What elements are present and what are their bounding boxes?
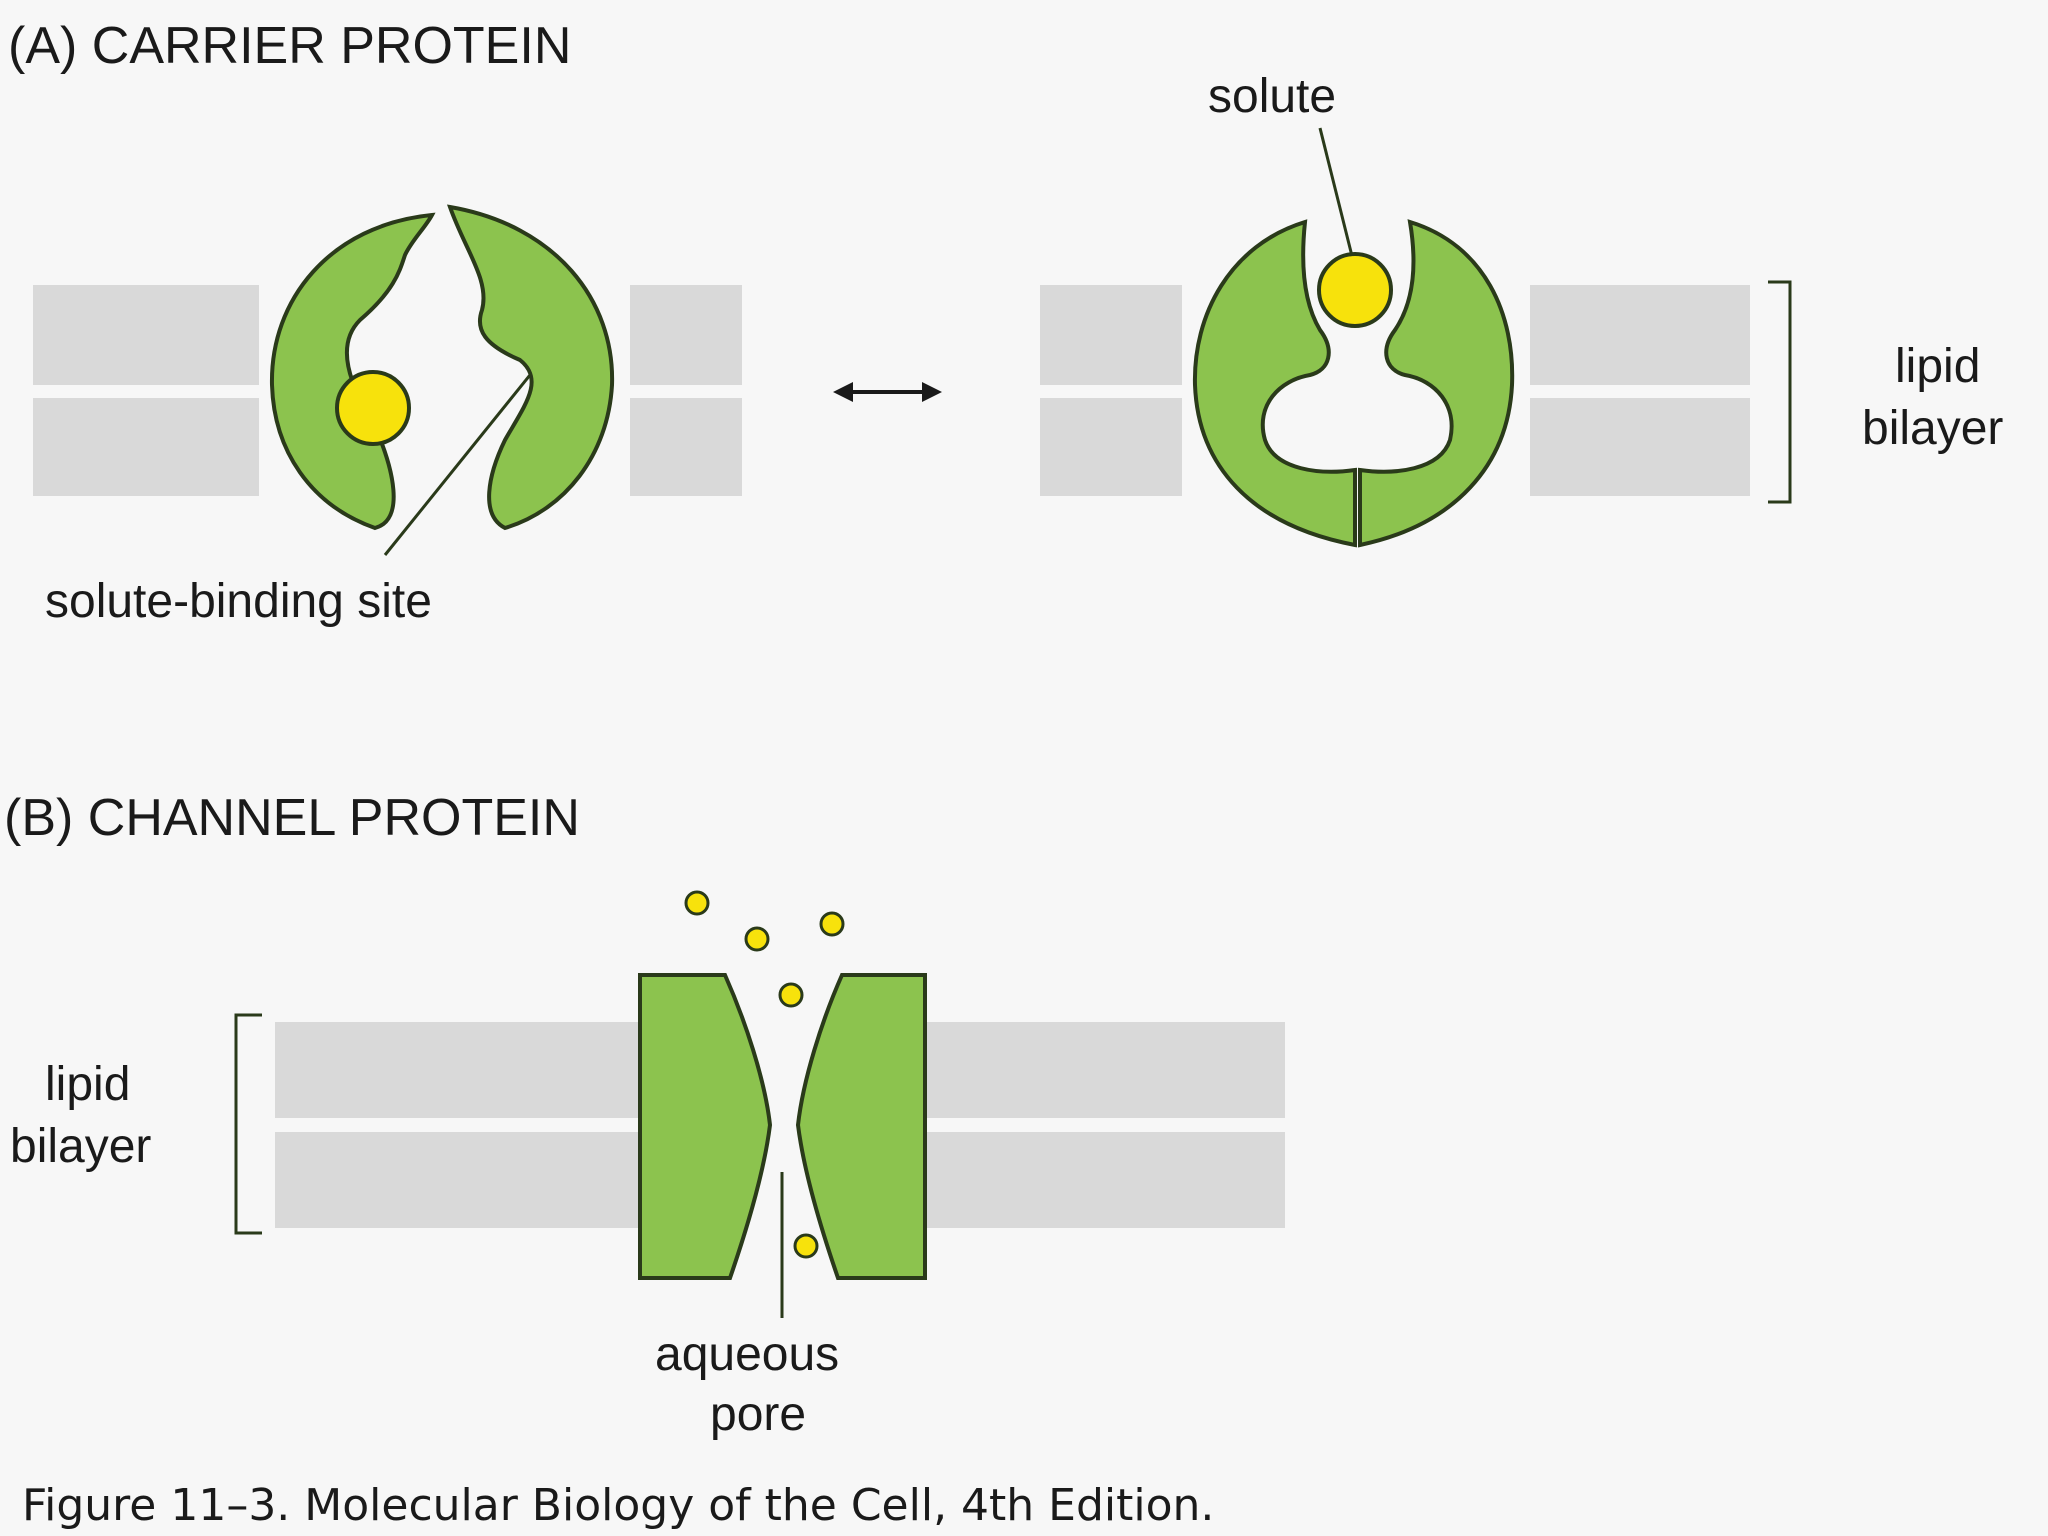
solute-in-channel xyxy=(1319,254,1391,326)
solute-dot xyxy=(746,928,768,950)
solute-dot xyxy=(821,913,843,935)
solute-dot xyxy=(780,984,802,1006)
conformation-arrow xyxy=(833,382,942,402)
bilayer-bracket-left xyxy=(236,1015,262,1233)
solute-dot xyxy=(686,892,708,914)
channel-right-half xyxy=(798,975,925,1278)
solute-dot xyxy=(795,1235,817,1257)
bilayer-bracket-right xyxy=(1768,282,1790,502)
carrier-right-half xyxy=(450,207,612,528)
binding-site-label: solute-binding site xyxy=(45,575,432,628)
pore-label-line1: aqueous xyxy=(655,1328,839,1381)
carrier-protein-open-outside xyxy=(1195,222,1512,545)
carrier-membrane-right xyxy=(1040,285,1750,496)
bilayer-label-a-line1: lipid xyxy=(1895,340,1980,393)
section-b-title: (B) CHANNEL PROTEIN xyxy=(4,789,580,847)
solute-leader xyxy=(1320,128,1352,256)
carrier-left-half xyxy=(272,215,432,528)
figure-caption: Figure 11–3. Molecular Biology of the Ce… xyxy=(22,1480,1214,1531)
channel-left-half xyxy=(640,975,770,1278)
solute-label: solute xyxy=(1208,70,1336,123)
channel-membrane xyxy=(275,1022,1285,1228)
bilayer-label-b-line1: lipid xyxy=(45,1058,130,1111)
pore-label-line2: pore xyxy=(710,1388,806,1441)
bound-solute xyxy=(337,372,409,444)
carrier-protein-open-inside xyxy=(272,207,612,528)
section-a-title: (A) CARRIER PROTEIN xyxy=(8,17,571,75)
bilayer-label-b-line2: bilayer xyxy=(10,1120,151,1173)
bilayer-label-a-line2: bilayer xyxy=(1862,402,2003,455)
